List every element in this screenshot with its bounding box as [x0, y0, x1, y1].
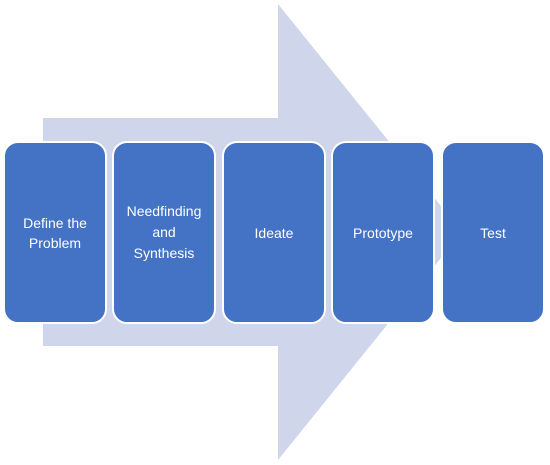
step-label: Define the Problem: [23, 214, 87, 251]
step-define-the-problem: Define the Problem: [3, 141, 107, 324]
step-test: Test: [441, 141, 545, 324]
step-label: Ideate: [254, 224, 294, 241]
step-label: Test: [480, 224, 506, 241]
step-label: Prototype: [353, 224, 413, 241]
step-ideate: Ideate: [222, 141, 326, 324]
step-prototype: Prototype: [331, 141, 435, 324]
step-label: Needfinding and Synthesis: [126, 203, 202, 261]
step-needfinding-and-synthesis: Needfinding and Synthesis: [112, 141, 216, 324]
